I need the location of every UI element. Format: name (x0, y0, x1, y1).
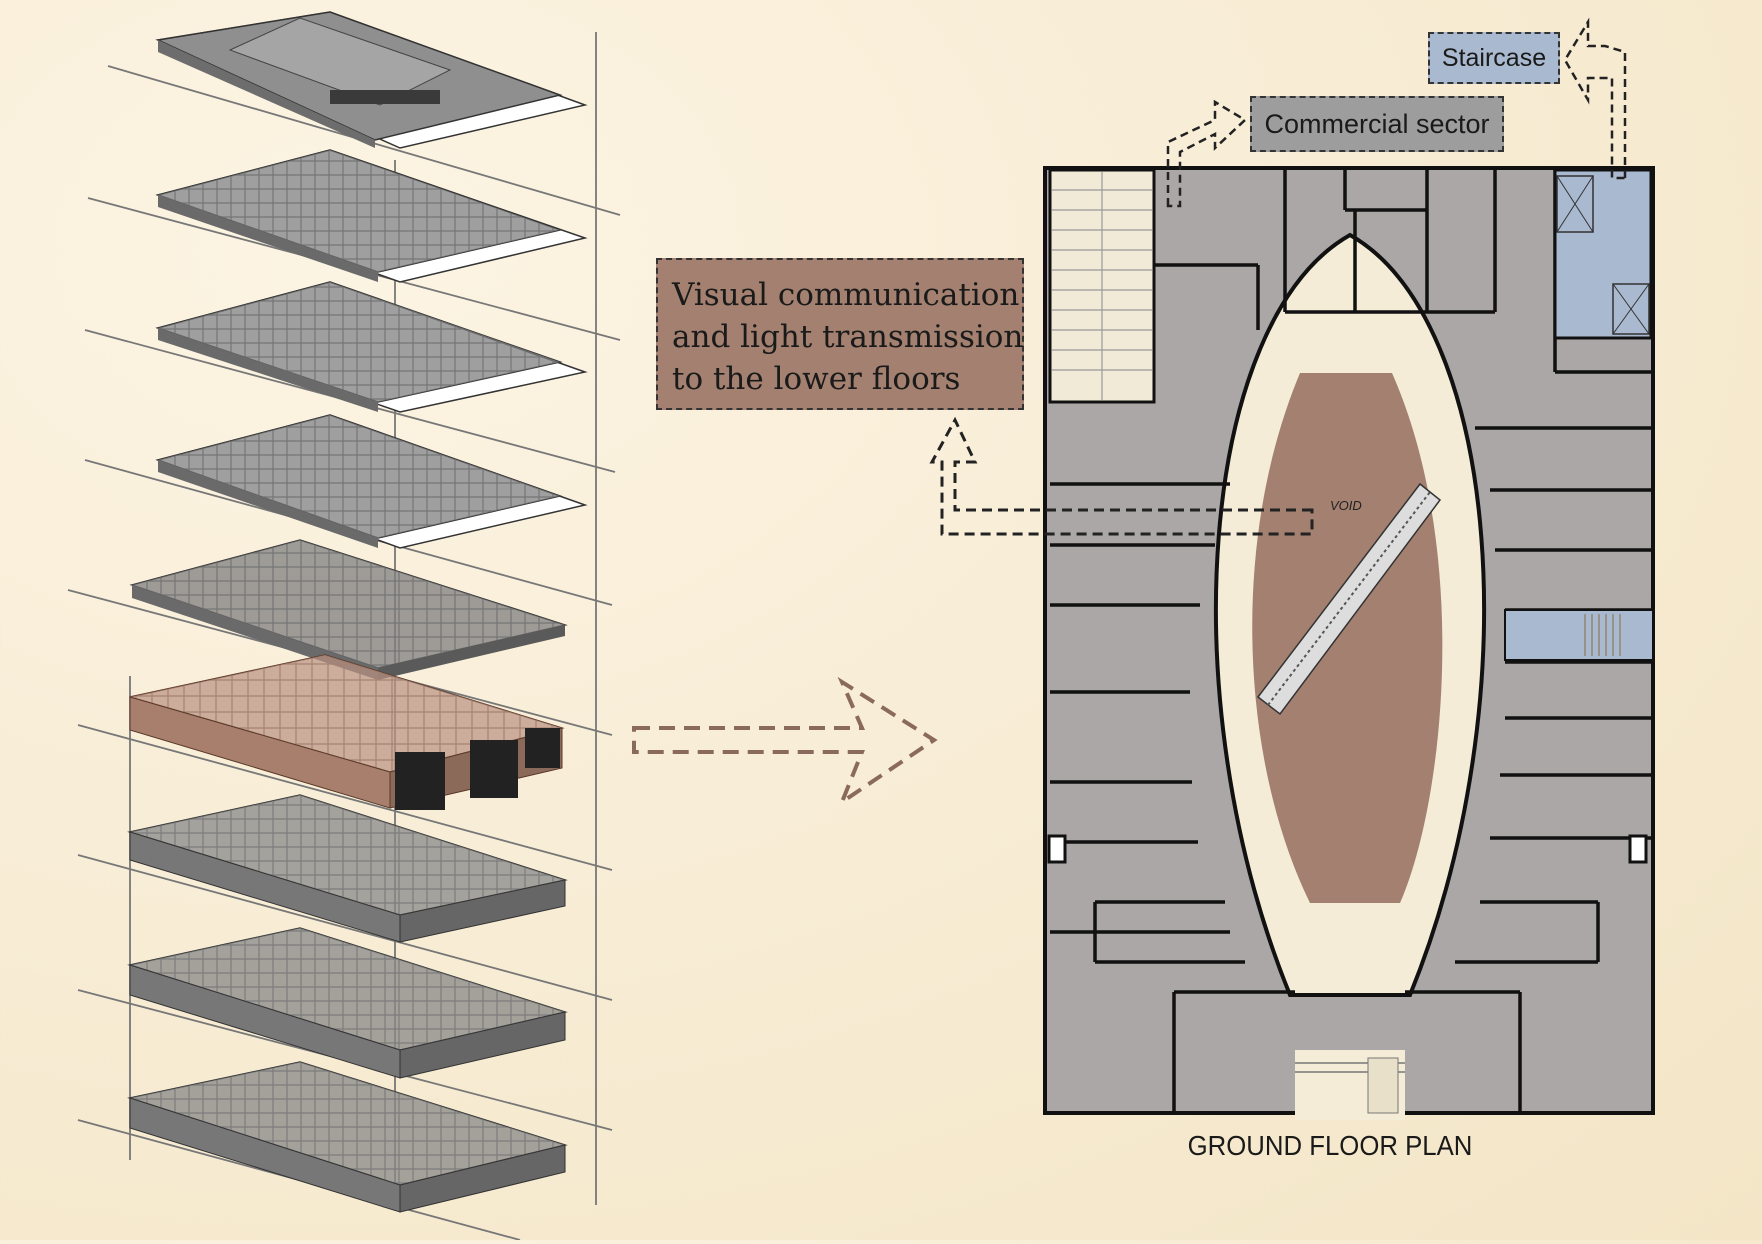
void-dashed-arrow (929, 416, 1314, 536)
floor-8 (127, 927, 568, 1079)
commercial-sector-label: Commercial sector (1250, 96, 1504, 152)
floor-6-highlighted (129, 654, 565, 810)
plan-title: GROUND FLOOR PLAN (1187, 1130, 1473, 1161)
floor-5 (129, 539, 568, 680)
floor-2 (155, 149, 588, 283)
visual-communication-line-1: Visual communication (672, 277, 1020, 313)
floor-1 (155, 11, 588, 149)
floor-7 (127, 794, 568, 943)
escalator (1256, 482, 1442, 716)
visual-communication-line-3: to the lower floors (672, 361, 961, 397)
commercial-dashed-arrow (1166, 99, 1248, 208)
ramp-hatching (1052, 172, 1152, 400)
visual-communication-label: Visual communication and light transmiss… (656, 258, 1024, 410)
staircase-dashed-arrow (1563, 17, 1627, 180)
floor-3 (155, 281, 588, 413)
exploded-axonometric (67, 11, 621, 1241)
floor-9 (127, 1061, 568, 1213)
staircase-label: Staircase (1428, 32, 1560, 84)
brown-dashed-arrow (632, 676, 938, 808)
void-label: VOID (1330, 498, 1362, 513)
ground-floor-plan (1043, 166, 1655, 1120)
floor-4 (155, 414, 588, 549)
visual-communication-line-2: and light transmission (672, 319, 1024, 355)
